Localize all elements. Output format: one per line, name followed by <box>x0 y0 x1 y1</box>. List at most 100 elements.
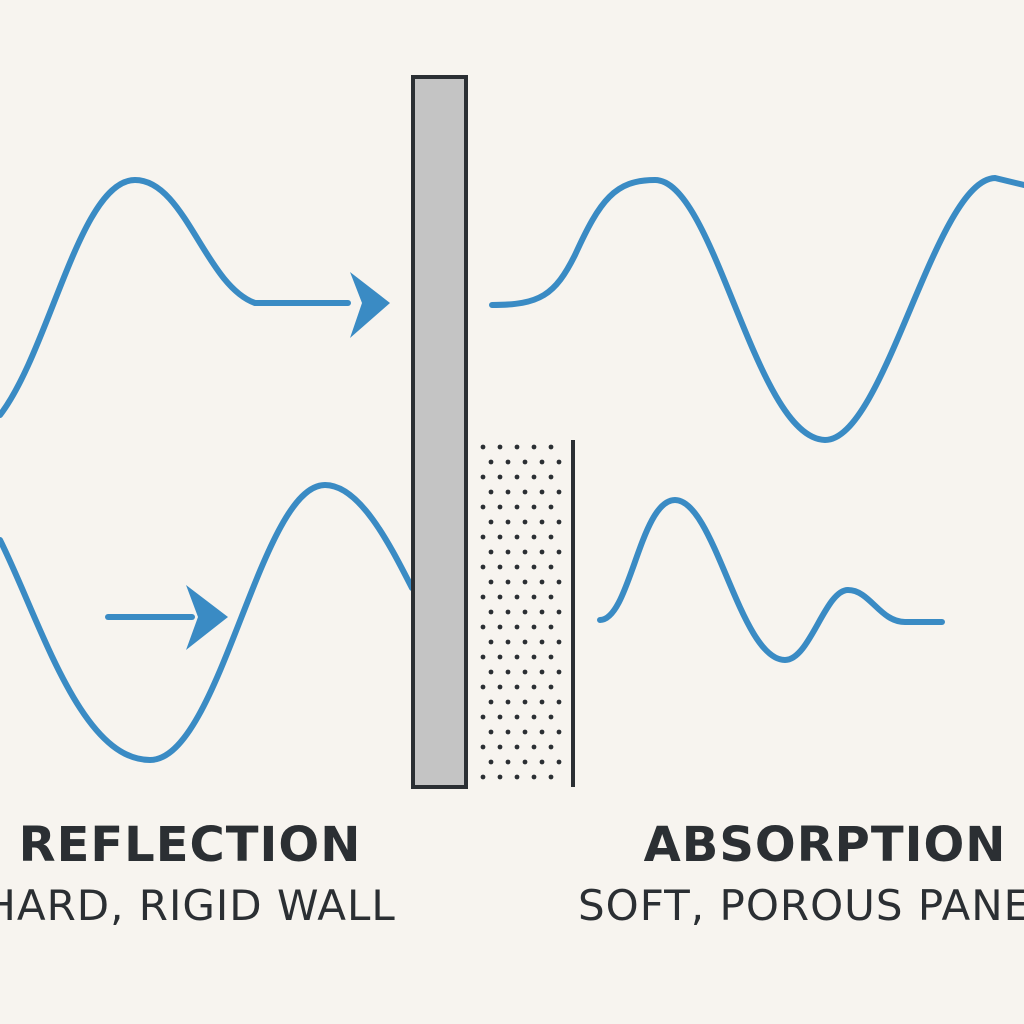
porous-dot <box>531 624 537 630</box>
porous-dot <box>522 759 528 765</box>
porous-dot <box>497 594 503 600</box>
porous-dot <box>514 774 520 780</box>
porous-dot <box>522 519 528 525</box>
porous-dot <box>514 534 520 540</box>
porous-dot <box>522 699 528 705</box>
porous-dot <box>480 714 486 720</box>
porous-dot <box>488 459 494 465</box>
porous-panel-dots <box>480 444 562 780</box>
transmitted-wave-upper <box>489 174 1024 444</box>
porous-dot <box>522 639 528 645</box>
porous-dot <box>497 744 503 750</box>
porous-dot <box>497 774 503 780</box>
porous-dot <box>539 549 545 555</box>
porous-dot <box>522 459 528 465</box>
porous-dot <box>531 594 537 600</box>
porous-dot <box>488 759 494 765</box>
porous-dot <box>514 654 520 660</box>
porous-dot <box>522 579 528 585</box>
porous-dot <box>539 639 545 645</box>
porous-dot <box>497 714 503 720</box>
porous-dot <box>539 669 545 675</box>
porous-dot <box>556 489 562 495</box>
reflection-subtitle: HARD, RIGID WALL <box>0 881 396 930</box>
porous-dot <box>522 489 528 495</box>
porous-dot <box>514 504 520 510</box>
porous-dot <box>488 699 494 705</box>
porous-dot <box>531 744 537 750</box>
porous-dot <box>505 759 511 765</box>
porous-dot <box>556 519 562 525</box>
porous-dot <box>505 699 511 705</box>
porous-dot <box>505 669 511 675</box>
porous-dot <box>548 714 554 720</box>
rigid-wall <box>411 75 468 789</box>
absorbed-wave <box>597 496 945 664</box>
porous-dot <box>531 564 537 570</box>
porous-dot <box>480 594 486 600</box>
porous-dot <box>556 459 562 465</box>
porous-dot <box>548 444 554 450</box>
porous-dot <box>548 774 554 780</box>
porous-dot <box>531 714 537 720</box>
porous-dot <box>548 654 554 660</box>
porous-dot <box>548 624 554 630</box>
porous-dot <box>480 744 486 750</box>
arrow-head-lower <box>186 585 228 650</box>
porous-dot <box>531 444 537 450</box>
porous-dot <box>497 564 503 570</box>
porous-dot <box>488 519 494 525</box>
porous-dot <box>539 699 545 705</box>
reflection-title: REFLECTION <box>18 817 362 873</box>
porous-dot <box>548 504 554 510</box>
porous-dot <box>505 609 511 615</box>
porous-dot <box>556 579 562 585</box>
porous-dot <box>488 669 494 675</box>
porous-dot <box>488 549 494 555</box>
porous-dot <box>548 594 554 600</box>
absorption-title: ABSORPTION <box>643 817 1007 873</box>
absorption-subtitle: SOFT, POROUS PANEL <box>578 881 1024 930</box>
porous-dot <box>480 474 486 480</box>
porous-dot <box>497 654 503 660</box>
porous-dot <box>505 519 511 525</box>
porous-dot <box>548 684 554 690</box>
arrow-head-upper <box>350 272 390 338</box>
porous-dot <box>522 729 528 735</box>
porous-dot <box>556 729 562 735</box>
porous-dot <box>480 534 486 540</box>
porous-dot <box>497 474 503 480</box>
porous-dot <box>480 444 486 450</box>
porous-dot <box>480 654 486 660</box>
porous-dot <box>531 684 537 690</box>
porous-dot <box>505 639 511 645</box>
porous-dot <box>488 609 494 615</box>
porous-dot <box>539 459 545 465</box>
porous-dot <box>539 579 545 585</box>
porous-dot <box>556 609 562 615</box>
porous-dot <box>514 564 520 570</box>
porous-dot <box>514 684 520 690</box>
porous-dot <box>522 669 528 675</box>
porous-dot <box>505 489 511 495</box>
porous-dot <box>514 624 520 630</box>
porous-dot <box>556 759 562 765</box>
porous-dot <box>522 549 528 555</box>
porous-dot <box>548 474 554 480</box>
porous-dot <box>531 654 537 660</box>
porous-dot <box>539 489 545 495</box>
porous-dot <box>480 774 486 780</box>
porous-dot <box>556 549 562 555</box>
porous-dot <box>522 609 528 615</box>
porous-dot <box>497 534 503 540</box>
porous-dot <box>505 729 511 735</box>
porous-dot <box>531 534 537 540</box>
porous-dot <box>505 459 511 465</box>
porous-dot <box>514 594 520 600</box>
porous-dot <box>556 699 562 705</box>
porous-dot <box>497 444 503 450</box>
porous-dot <box>514 474 520 480</box>
porous-dot <box>505 579 511 585</box>
